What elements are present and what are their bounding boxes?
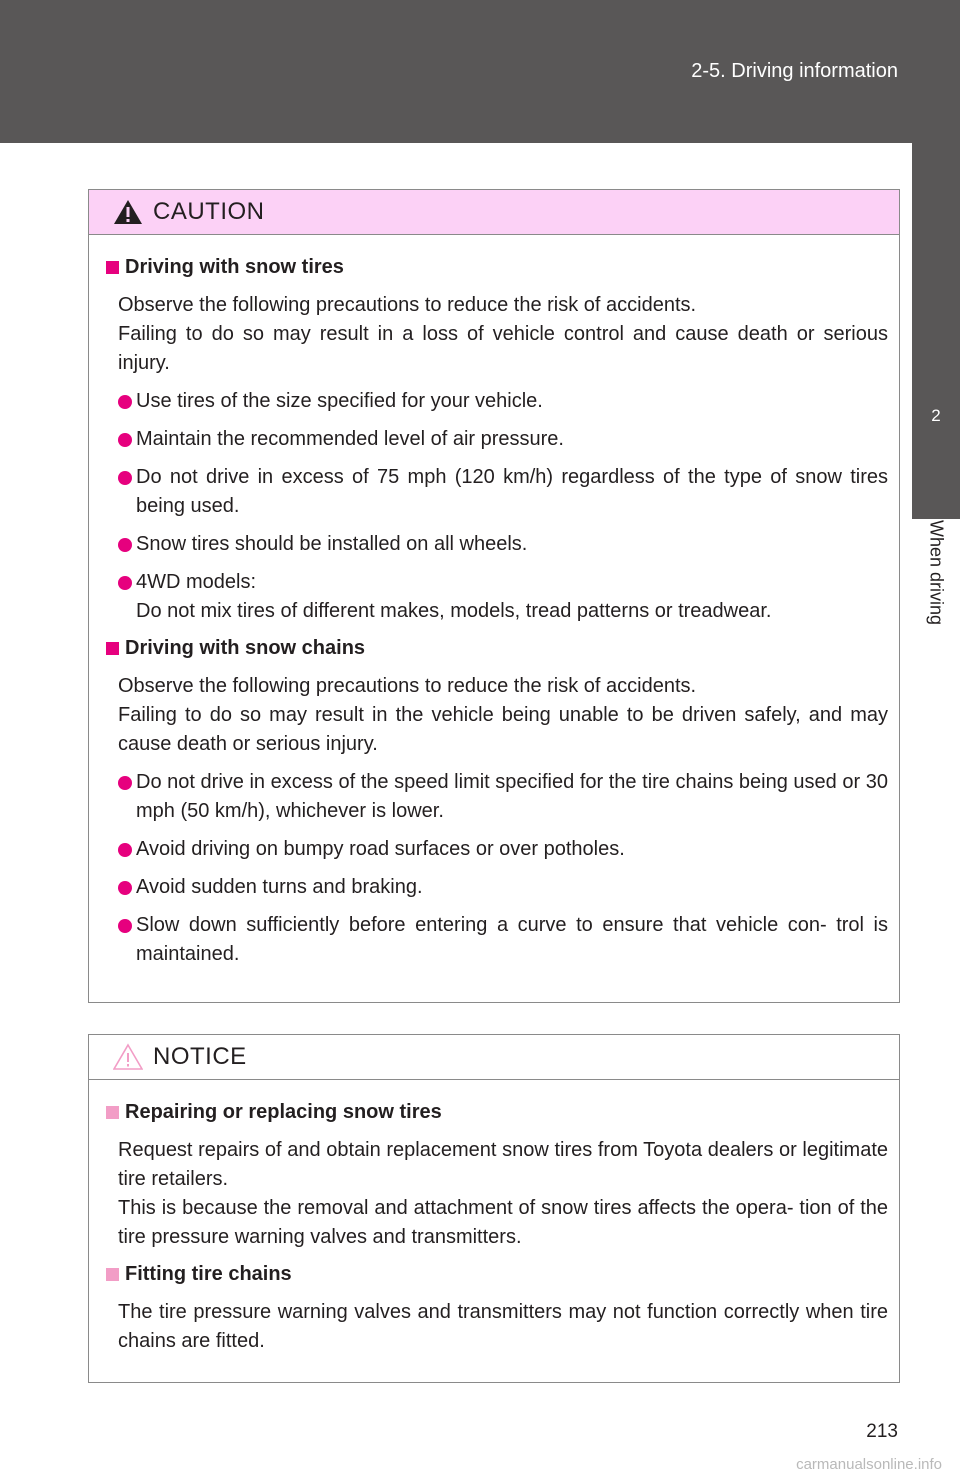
list-item: Use tires of the size specified for your…	[106, 387, 888, 416]
side-tab	[912, 143, 960, 519]
caution-section-text: Observe the following precautions to red…	[118, 291, 888, 378]
notice-section-text: Request repairs of and obtain replacemen…	[118, 1136, 888, 1252]
square-bullet-icon	[106, 1106, 119, 1119]
list-item: Avoid sudden turns and braking.	[106, 873, 888, 902]
caution-box: CAUTION Driving with snow tires Observe …	[88, 189, 900, 1003]
side-tab-label: When driving	[926, 520, 947, 626]
dot-bullet-icon	[118, 919, 132, 933]
section-title: 2-5. Driving information	[691, 60, 898, 82]
text-line: Request repairs of and obtain replacemen…	[118, 1139, 888, 1190]
warning-triangle-icon	[114, 200, 142, 224]
caution-title: CAUTION	[153, 198, 265, 225]
watermark: carmanualsonline.info	[796, 1456, 942, 1473]
side-tab-number: 2	[931, 406, 941, 425]
caution-header: CAUTION	[89, 190, 899, 235]
square-bullet-icon	[106, 1268, 119, 1281]
list-item: Snow tires should be installed on all wh…	[106, 530, 888, 559]
notice-section-text: The tire pressure warning valves and tra…	[118, 1298, 888, 1356]
caution-bullet-list: Use tires of the size specified for your…	[106, 387, 888, 626]
text-line: Failing to do so may result in the vehic…	[118, 704, 888, 755]
page-number: 213	[866, 1421, 898, 1442]
caution-bullet-list: Do not drive in excess of the speed limi…	[106, 768, 888, 969]
square-bullet-icon	[106, 261, 119, 274]
dot-bullet-icon	[118, 881, 132, 895]
list-item: Do not drive in excess of the speed limi…	[106, 768, 888, 826]
list-item: Avoid driving on bumpy road surfaces or …	[106, 835, 888, 864]
dot-bullet-icon	[118, 433, 132, 447]
notice-section-heading: Repairing or replacing snow tires	[106, 1098, 888, 1127]
caution-content: Driving with snow tires Observe the foll…	[89, 235, 899, 969]
text-line: Observe the following precautions to red…	[118, 294, 697, 316]
text-line: Observe the following precautions to red…	[118, 675, 697, 697]
text-line: Failing to do so may result in a loss of…	[118, 323, 888, 374]
notice-section-heading: Fitting tire chains	[106, 1260, 888, 1289]
dot-bullet-icon	[118, 538, 132, 552]
caution-section-heading: Driving with snow tires	[106, 253, 888, 282]
side-tab-label-wrap: When driving	[912, 520, 960, 680]
list-item: Do not drive in excess of 75 mph (120 km…	[106, 463, 888, 521]
text-line: The tire pressure warning valves and tra…	[118, 1301, 888, 1352]
dot-bullet-icon	[118, 471, 132, 485]
list-item: 4WD models:Do not mix tires of different…	[106, 568, 888, 626]
notice-content: Repairing or replacing snow tires Reques…	[89, 1080, 899, 1356]
warning-triangle-outline-icon	[113, 1043, 143, 1070]
caution-section-text: Observe the following precautions to red…	[118, 672, 888, 759]
dot-bullet-icon	[118, 395, 132, 409]
dot-bullet-icon	[118, 843, 132, 857]
notice-header: NOTICE	[89, 1035, 899, 1080]
notice-title: NOTICE	[153, 1043, 247, 1070]
text-line: This is because the removal and attachme…	[118, 1197, 888, 1248]
dot-bullet-icon	[118, 576, 132, 590]
list-item: Slow down sufficiently before entering a…	[106, 911, 888, 969]
header-bar	[0, 0, 960, 143]
notice-box: NOTICE Repairing or replacing snow tires…	[88, 1034, 900, 1383]
list-item: Maintain the recommended level of air pr…	[106, 425, 888, 454]
caution-section-heading: Driving with snow chains	[106, 634, 888, 663]
dot-bullet-icon	[118, 776, 132, 790]
square-bullet-icon	[106, 642, 119, 655]
